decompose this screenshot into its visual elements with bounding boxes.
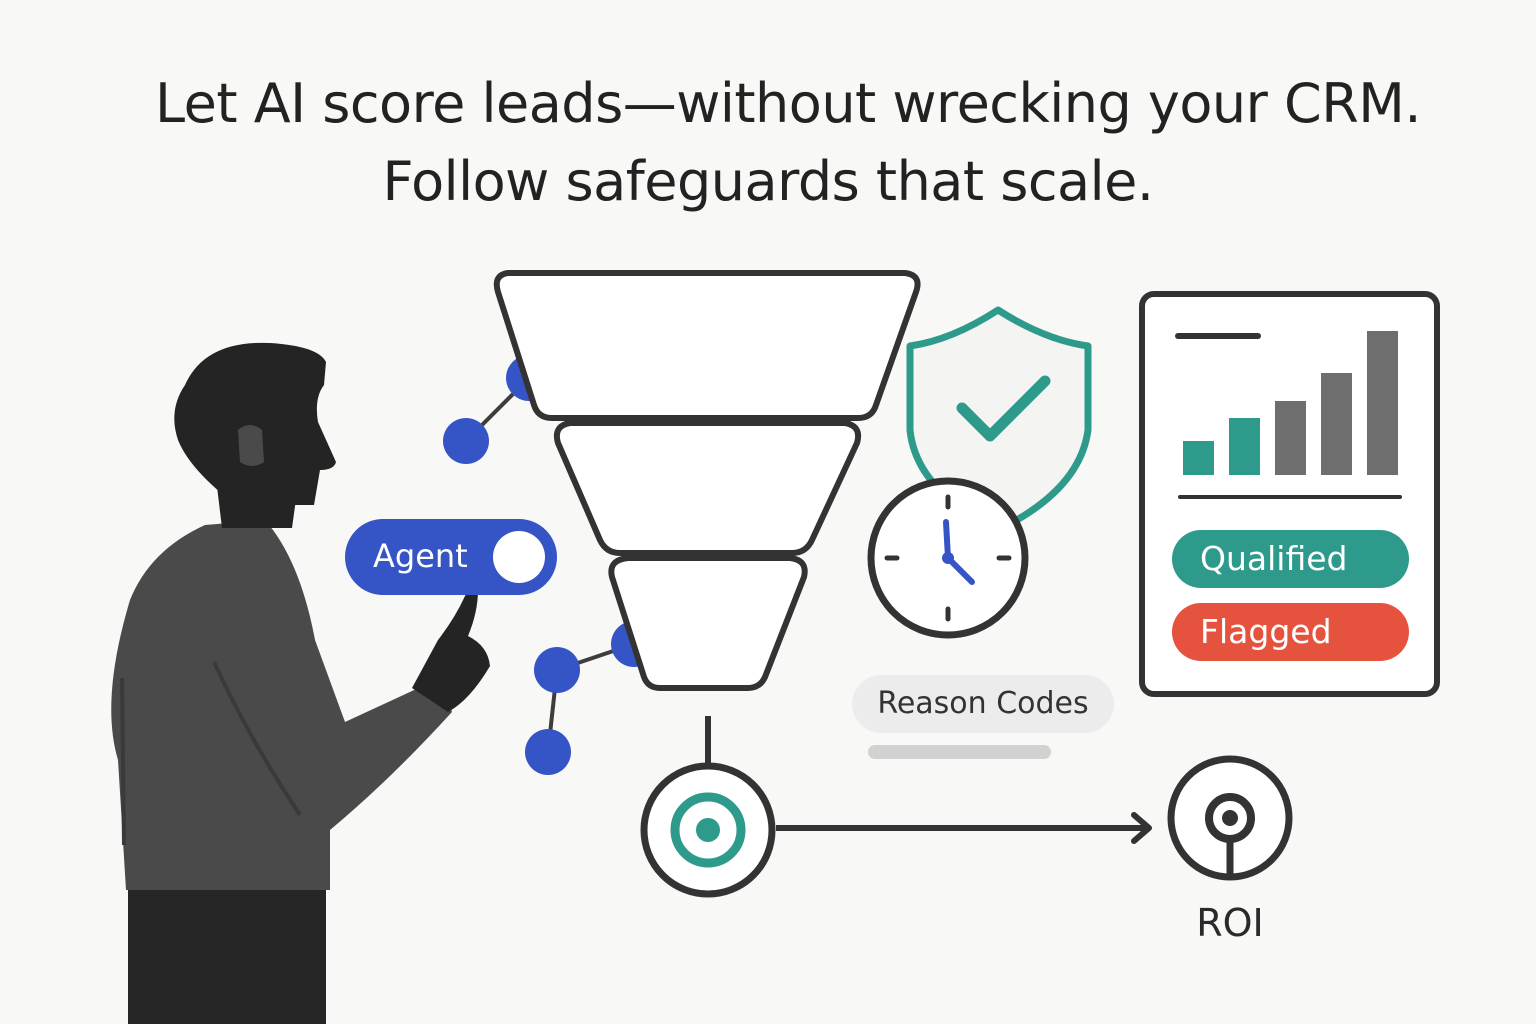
funnel-tier-3: [608, 555, 808, 691]
toggle-knob: [493, 531, 545, 583]
person-torso: [111, 520, 452, 890]
bar-3: [1275, 401, 1306, 475]
funnel-icon: [493, 270, 921, 691]
location-pin-icon: [1167, 755, 1293, 881]
person-head: [174, 342, 336, 505]
headline-line-1: Let AI score leads—without wrecking your…: [155, 72, 1422, 135]
bar-chart-icon: [1183, 331, 1398, 475]
bar-4: [1321, 373, 1352, 475]
person-hand: [412, 587, 490, 712]
funnel-tier-1: [493, 270, 921, 421]
flagged-badge[interactable]: Flagged: [1172, 603, 1409, 661]
node-bottom-3: [525, 729, 571, 775]
reason-codes-bar: [868, 745, 1051, 759]
arrow-to-roi: [776, 812, 1152, 844]
qualified-badge[interactable]: Qualified: [1172, 530, 1409, 588]
target-icon: [640, 762, 776, 898]
clock-icon: [867, 477, 1029, 639]
node-bottom-2: [534, 647, 580, 693]
bar-2: [1229, 418, 1260, 475]
shield-check-icon: [906, 306, 1092, 534]
agent-toggle[interactable]: Agent: [345, 519, 557, 595]
funnel-tier-2: [553, 420, 862, 556]
headline-line-2: Follow safeguards that scale.: [382, 150, 1154, 213]
person-legs: [128, 880, 326, 1024]
bar-5: [1367, 331, 1398, 475]
roi-label: ROI: [1196, 901, 1264, 945]
bar-1: [1183, 441, 1214, 475]
agent-toggle-label: Agent: [373, 537, 468, 575]
node-top-2: [443, 418, 489, 464]
report-card: [1139, 291, 1440, 697]
person-silhouette: [111, 342, 490, 1024]
reason-codes-chip[interactable]: Reason Codes: [852, 675, 1114, 733]
